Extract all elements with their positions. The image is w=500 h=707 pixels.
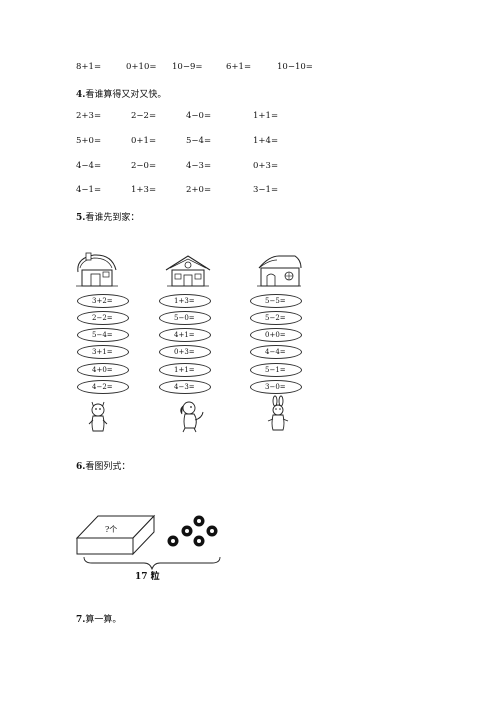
equation: 8+1= — [76, 62, 102, 72]
answer-oval: 5−5= — [250, 294, 302, 308]
equation: 2+0= — [186, 185, 212, 195]
equation: 2−0= — [131, 161, 157, 171]
equation: 2+3= — [76, 111, 102, 121]
answer-oval: 3−0= — [250, 380, 302, 394]
equation: 4−0= — [186, 111, 212, 121]
answer-oval: 1+1= — [159, 363, 211, 377]
question-7-heading: 7.算一算。 — [76, 612, 121, 625]
question-text: 看图列式： — [85, 462, 131, 472]
equation: 2−2= — [131, 111, 157, 121]
question-5-heading: 5.看谁先到家： — [76, 210, 139, 223]
question-6-heading: 6.看图列式： — [76, 459, 130, 472]
house-icon — [76, 252, 118, 287]
answer-oval: 3+1= — [77, 345, 129, 359]
answer-oval: 4−4= — [250, 345, 302, 359]
answer-oval: 5−1= — [250, 363, 302, 377]
equation: 4−3= — [186, 161, 212, 171]
total-brace — [83, 556, 221, 571]
equation: 1+3= — [131, 185, 157, 195]
equation: 0+1= — [131, 136, 157, 146]
answer-oval: 5−2= — [250, 311, 302, 325]
equation: 5+0= — [76, 136, 102, 146]
house-icon — [257, 255, 302, 287]
question-text: 看谁先到家： — [85, 213, 140, 223]
answer-oval: 5−4= — [77, 328, 129, 342]
equation: 4−4= — [76, 161, 102, 171]
house-icon — [165, 255, 211, 287]
equation: 0+3= — [253, 161, 279, 171]
answer-oval: 4−3= — [159, 380, 211, 394]
question-number: 6. — [76, 462, 86, 472]
cat-icon — [88, 401, 108, 432]
question-text: 算一算。 — [85, 615, 122, 625]
question-number: 4. — [76, 90, 86, 100]
question-text: 看谁算得又对又快。 — [85, 90, 167, 100]
equation: 3−1= — [253, 185, 279, 195]
answer-oval: 3+2= — [77, 294, 129, 308]
total-label: 17 粒 — [135, 572, 160, 582]
dog-icon — [180, 401, 204, 433]
answer-oval: 4−2= — [77, 380, 129, 394]
equation: 6+1= — [226, 62, 252, 72]
answer-oval: 5−0= — [159, 311, 211, 325]
answer-oval: 0+0= — [250, 328, 302, 342]
equation: 0+10= — [126, 62, 157, 72]
box-label: ?个 — [105, 525, 118, 534]
equation: 10−10= — [277, 62, 313, 72]
equation: 1+4= — [253, 136, 279, 146]
equation: 1+1= — [253, 111, 279, 121]
answer-oval: 0+3= — [159, 345, 211, 359]
answer-oval: 1+3= — [159, 294, 211, 308]
equation: 10−9= — [172, 62, 203, 72]
beads-illustration — [167, 515, 218, 547]
question-4-heading: 4.看谁算得又对又快。 — [76, 87, 166, 100]
answer-oval: 4+0= — [77, 363, 129, 377]
answer-oval: 4+1= — [159, 328, 211, 342]
question-number: 5. — [76, 213, 86, 223]
box-illustration — [75, 514, 156, 556]
equation: 5−4= — [186, 136, 212, 146]
rabbit-icon — [267, 395, 289, 431]
question-number: 7. — [76, 615, 86, 625]
answer-oval: 2−2= — [77, 311, 129, 325]
equation: 4−1= — [76, 185, 102, 195]
